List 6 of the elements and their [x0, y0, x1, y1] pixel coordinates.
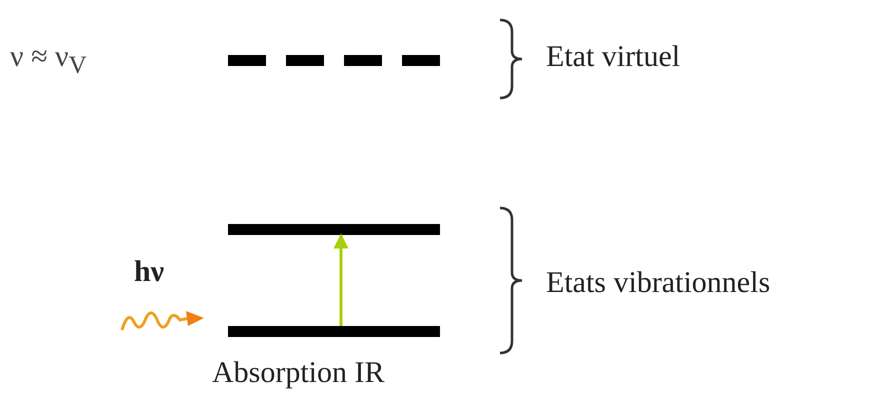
frequency-relation: ν ≈ ν$_{V}$	[10, 42, 87, 78]
state-label: Etats vibrationnels	[546, 268, 770, 298]
photon-energy-label: hν	[134, 257, 164, 287]
process-label: Absorption IR	[212, 358, 384, 388]
transition-arrow	[334, 234, 348, 326]
state-label: Etat virtuel	[546, 42, 680, 72]
